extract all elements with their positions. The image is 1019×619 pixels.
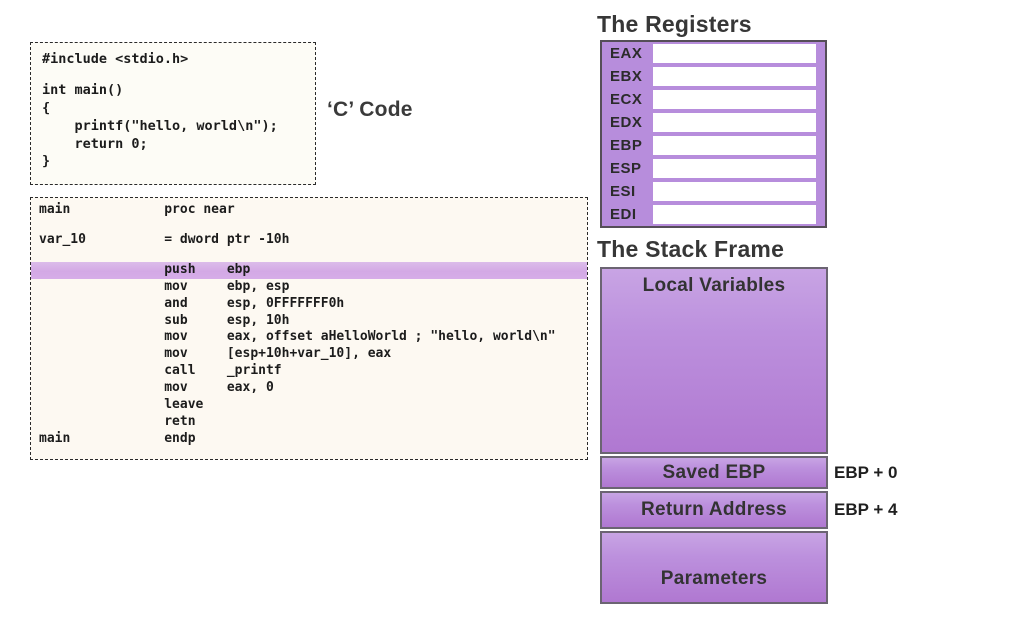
stack-frame-title: The Stack Frame: [597, 236, 785, 262]
register-value-box: [653, 159, 816, 178]
register-value-box: [653, 67, 816, 86]
asm-line: leave: [39, 397, 204, 413]
asm-line: mov [esp+10h+var_10], eax: [39, 346, 392, 362]
register-row: ECX: [602, 88, 825, 111]
register-row: ESP: [602, 157, 825, 180]
c-code-line: int main(): [42, 82, 124, 99]
asm-line: [31, 219, 587, 232]
assembly-code-block: main proc near var_10 = dword ptr -10h pu…: [30, 197, 588, 460]
asm-line: and esp, 0FFFFFFF0h: [39, 295, 345, 311]
asm-line: var_10 = dword ptr -10h: [39, 231, 290, 247]
stack-section-label: Local Variables: [642, 275, 786, 296]
asm-line: sub esp, 10h: [39, 312, 290, 328]
register-name: EBP: [610, 137, 643, 154]
c-code-line: printf("hello, world\n");: [42, 117, 278, 134]
stack-section-label: Return Address: [640, 499, 788, 520]
register-row: ESI: [602, 180, 825, 203]
c-code-line: return 0;: [42, 135, 148, 152]
stack-section-local-variables: Local Variables: [600, 267, 828, 454]
register-row: EDI: [602, 203, 825, 226]
register-value-box: [653, 44, 816, 63]
stack-section-label: Saved EBP: [662, 461, 766, 483]
stack-section-return-address: Return Address: [600, 491, 828, 529]
register-name: EBX: [610, 68, 643, 85]
asm-line: main proc near: [39, 202, 235, 217]
register-name: EAX: [610, 45, 643, 62]
register-value-box: [653, 205, 816, 224]
register-name: ESP: [610, 160, 642, 177]
register-value-box: [653, 90, 816, 109]
register-row: EBX: [602, 65, 825, 88]
asm-line: mov ebp, esp: [39, 278, 290, 294]
c-code-label: ‘C’ Code: [327, 98, 413, 121]
register-name: EDI: [610, 206, 637, 223]
register-row: EAX: [602, 42, 825, 65]
asm-line-highlighted: push ebp: [31, 261, 587, 279]
register-name: ECX: [610, 91, 643, 108]
register-value-box: [653, 182, 816, 201]
register-name: EDX: [610, 114, 643, 131]
asm-line: [31, 249, 587, 262]
register-name: ESI: [610, 183, 636, 200]
registers-title: The Registers: [597, 11, 752, 37]
register-value-box: [653, 136, 816, 155]
register-value-box: [653, 113, 816, 132]
c-code-block: #include <stdio.h> int main(){ printf("he…: [30, 42, 316, 185]
asm-line: call _printf: [39, 363, 282, 379]
asm-line: mov eax, 0: [39, 380, 274, 396]
stack-section-label: Parameters: [660, 568, 768, 589]
registers-panel: EAX EBX ECX EDX EBP ESP ESI EDI: [600, 40, 827, 228]
c-code-line: [42, 69, 315, 83]
stack-section-saved-ebp: Saved EBP: [600, 456, 828, 489]
c-code-line: #include <stdio.h>: [42, 51, 189, 67]
stack-annotation: EBP + 0: [834, 462, 898, 482]
register-row: EDX: [602, 111, 825, 134]
stack-section-parameters: Parameters: [600, 531, 828, 604]
c-code-line: }: [42, 153, 51, 170]
stack-annotation: EBP + 4: [834, 500, 898, 519]
asm-line: mov eax, offset aHelloWorld ; "hello, wo…: [39, 329, 556, 345]
register-row: EBP: [602, 134, 825, 157]
asm-line: main endp: [39, 430, 196, 446]
asm-line: retn: [39, 413, 196, 429]
c-code-line: {: [42, 100, 51, 117]
